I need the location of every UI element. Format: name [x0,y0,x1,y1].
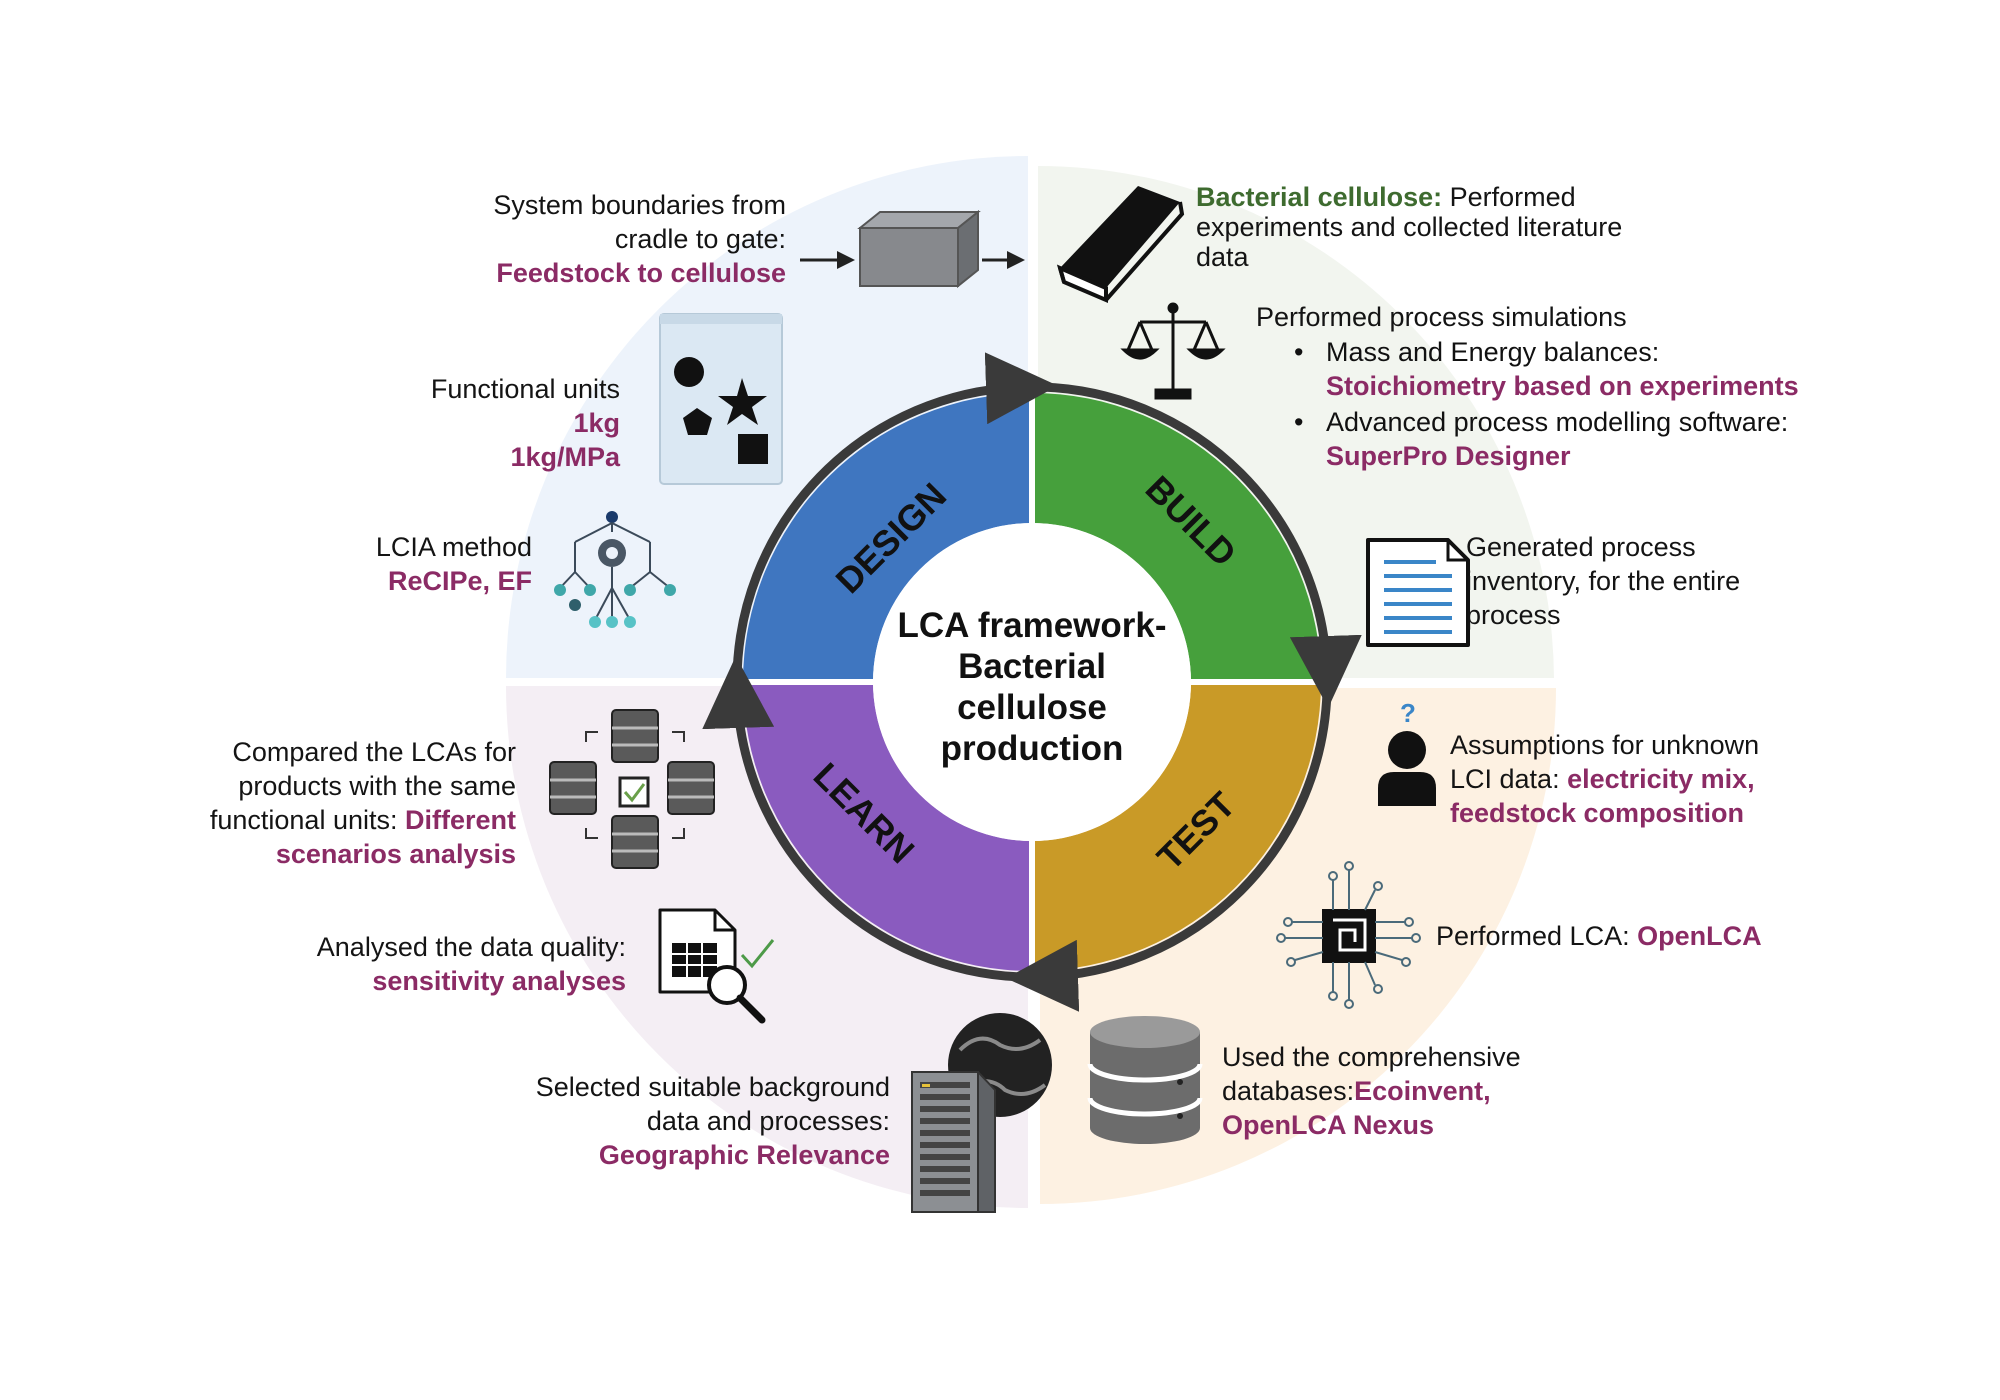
test-openlca-text: Performed LCA: OpenLCA [1436,919,1856,953]
bacterial-rest: Performed [1442,182,1576,212]
test-assumptions-text: Assumptions for unknown LCI data: electr… [1450,728,1870,830]
build-simulations-title: Performed process simulations [1256,302,1627,332]
gear-tree-icon [554,511,676,628]
databases-highlight-1: Ecoinvent, [1354,1076,1491,1106]
quality-highlight: sensitivity analyses [372,966,626,996]
learn-compared-text: Compared the LCAs for products with the … [130,735,516,871]
functional-unit-1kg: 1kg [573,408,620,438]
learn-quality-text: Analysed the data quality: sensitivity a… [230,930,626,998]
ring-learn [743,682,1032,971]
databases-highlight-2: OpenLCA Nexus [1222,1110,1435,1140]
arrow-test-to-learn [1006,691,1332,1012]
bacterial-highlight: Bacterial cellulose: [1196,182,1443,212]
compared-highlight-1: Different [404,805,516,835]
openlca-highlight: OpenLCA [1637,921,1762,951]
compared-highlight-2: scenarios analysis [275,839,516,869]
assumptions-highlight-1: electricity mix, [1567,764,1755,794]
compared-line1: Compared the LCAs for [232,737,516,767]
assumptions-line1: Assumptions for unknown [1450,730,1760,760]
bullet1-text: Mass and Energy balances: [1326,337,1660,367]
3d-box-icon [800,209,1025,289]
book-icon [1056,186,1185,304]
center-title-line4: production [941,729,1124,768]
bullet2-text: Advanced process modelling software: [1326,407,1789,437]
functional-unit-1kg-mpa: 1kg/MPa [510,442,620,472]
database-compare-icon [549,709,715,869]
build-simulation-bullet-2: Advanced process modelling software: Sup… [1294,405,1886,473]
arrow-learn-to-design [702,656,1023,982]
compared-line3: functional units: [209,805,405,835]
background-line2: data and processes: [646,1106,890,1136]
assumptions-line2: LCI data: [1450,764,1568,794]
background-line1: Selected suitable background [535,1072,890,1102]
databases-line1: Used the comprehensive [1222,1042,1521,1072]
databases-line2: databases: [1222,1076,1355,1106]
design-boundaries-text: System boundaries from cradle to gate: F… [330,188,786,290]
compared-line2: products with the same [238,771,516,801]
circuit-chip-icon [1276,861,1421,1009]
build-simulation-bullet-1: Mass and Energy balances: Stoichiometry … [1294,335,1886,403]
ring-test [1032,682,1321,971]
test-databases-text: Used the comprehensive databases:Ecoinve… [1222,1040,1642,1142]
lcia-highlight: ReCIPe, EF [387,566,532,596]
inventory-line3: process [1466,600,1561,630]
center-title-line3: cellulose [957,688,1107,727]
boundaries-highlight: Feedstock to cellulose [496,258,786,288]
quality-line1: Analysed the data quality: [316,932,626,962]
functional-units-label: Functional units [430,374,620,404]
build-inventory-text: Generated process inventory, for the ent… [1466,530,1826,632]
database-icon [1087,1016,1203,1144]
lcia-label: LCIA method [375,532,532,562]
shapes-bag-icon [659,313,783,485]
arrow-build-to-test [1041,382,1362,708]
inventory-line2: inventory, for the entire [1466,566,1741,596]
document-icon [1366,538,1470,647]
design-lcia-method: LCIA method ReCIPe, EF [300,530,532,598]
ring-design [743,393,1032,682]
svg-text:?: ? [1400,698,1416,728]
spreadsheet-search-icon [658,908,775,1024]
learn-background-text: Selected suitable background data and pr… [440,1070,890,1172]
openlca-text: Performed LCA: [1436,921,1638,951]
center-title-line1: LCA framework- [897,606,1166,645]
center-title-line2: Bacterial [958,647,1106,686]
inventory-line1: Generated process [1466,532,1696,562]
server-globe-icon [911,1013,1052,1213]
bacterial-line2: experiments and collected literature [1196,212,1623,242]
bacterial-line3: data [1196,242,1249,272]
assumptions-highlight-2: feedstock composition [1450,798,1745,828]
balance-scale-icon [1120,302,1226,400]
ring-build [1032,393,1321,682]
boundaries-line1: System boundaries from [493,190,786,220]
person-question-icon: ? [1378,698,1436,806]
bullet2-highlight: SuperPro Designer [1326,441,1571,471]
bullet1-highlight: Stoichiometry based on experiments [1326,371,1799,401]
build-bacterial-text: Bacterial cellulose: Performed experimen… [1196,182,1716,272]
background-highlight: Geographic Relevance [598,1140,890,1170]
boundaries-line2: cradle to gate: [614,224,786,254]
cycle-arrows [702,352,1362,1012]
arrow-design-to-build [732,352,1058,683]
design-functional-units: Functional units 1kg 1kg/MPa [330,372,620,474]
